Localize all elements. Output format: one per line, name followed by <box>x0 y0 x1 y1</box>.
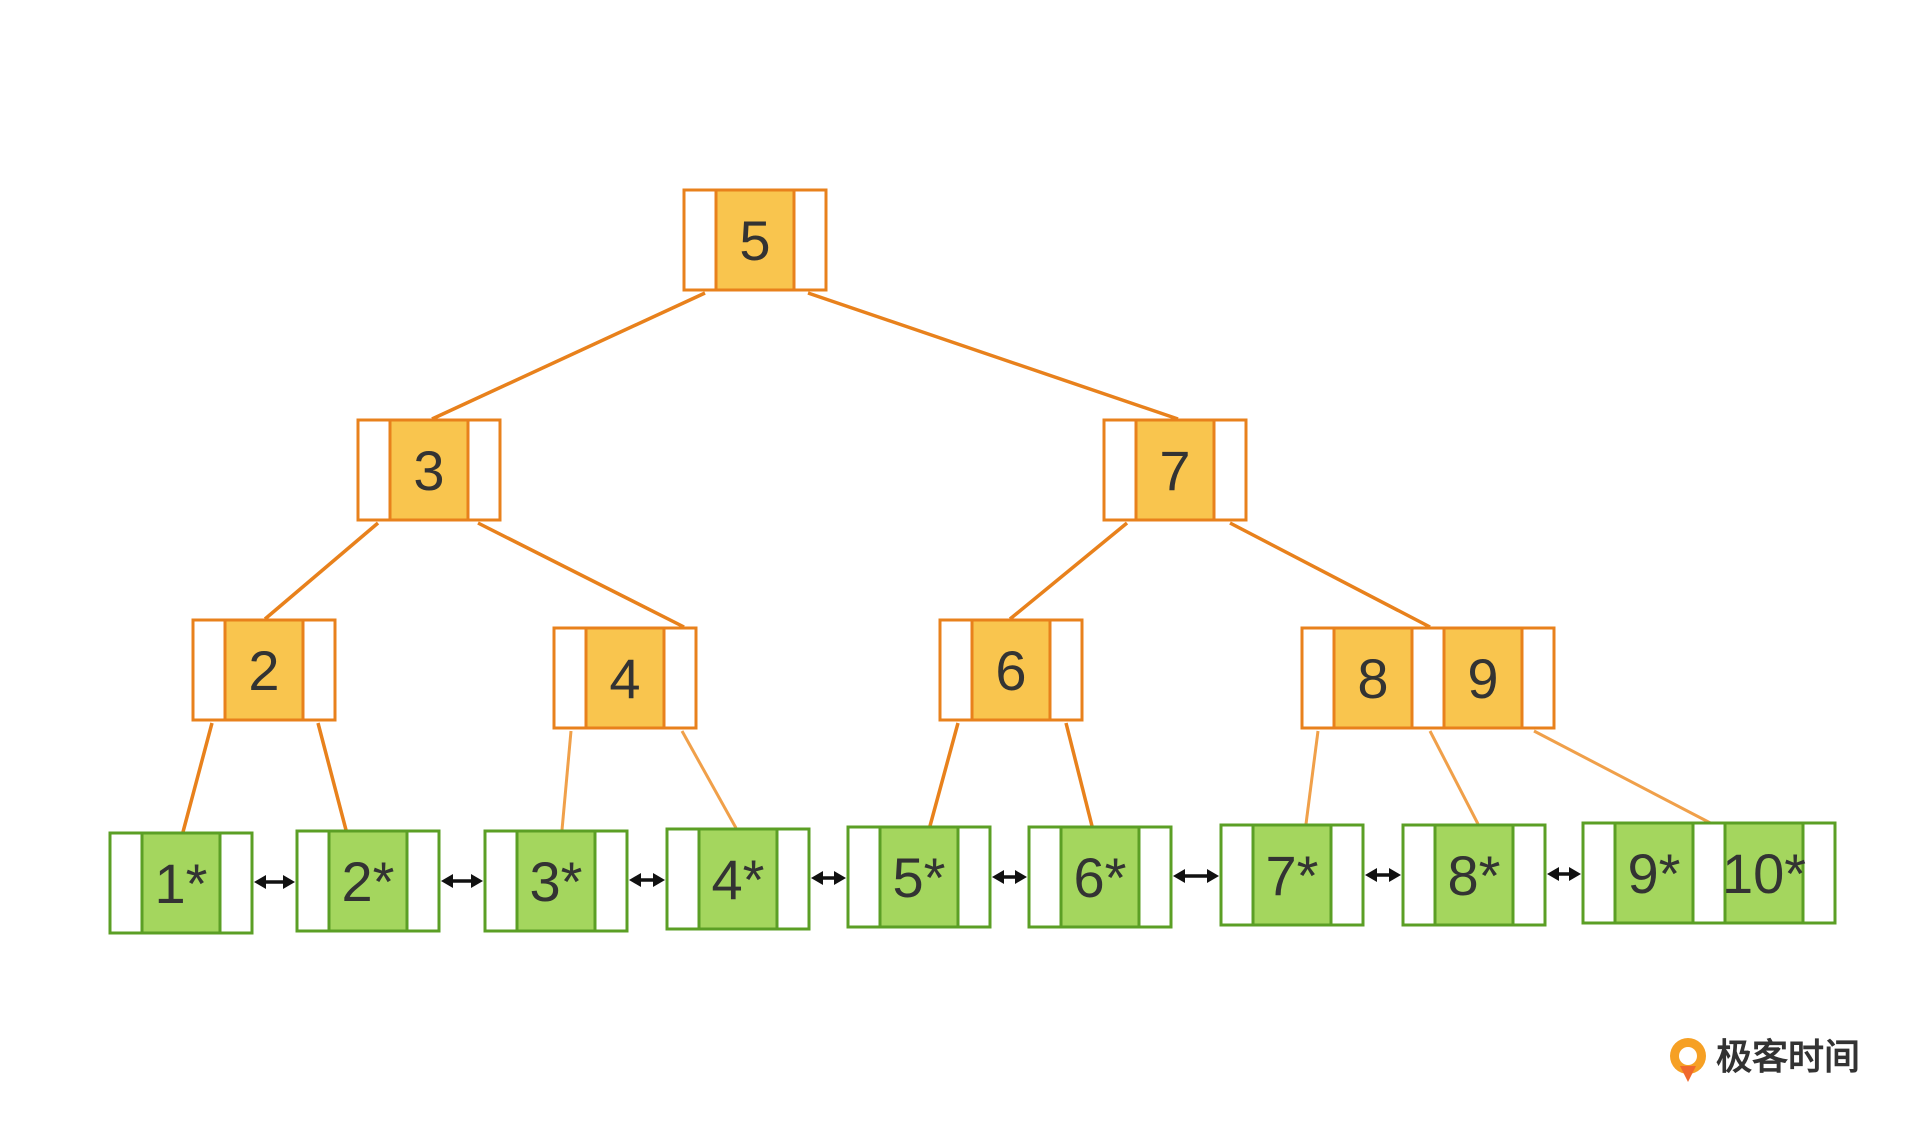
node-level2-2-key-label: 2 <box>248 639 279 702</box>
leaf-link-arrow-5 <box>992 870 1027 884</box>
leaf-8star-key-cell <box>1433 823 1515 927</box>
edge-6-to-6star <box>1064 722 1094 827</box>
edge-4-to-3star <box>560 730 573 831</box>
leaf-9star-10star-key-cell <box>1723 821 1805 925</box>
edge-9-to-9star10star <box>1533 729 1721 830</box>
leaf-2star-key-cell <box>327 829 409 933</box>
node-level2-4-key-label: 4 <box>609 647 640 710</box>
leaf-9star-10star-key-cell <box>1613 821 1695 925</box>
leaf-link-arrow-4 <box>811 871 846 885</box>
leaf-7star: 7* <box>1219 823 1365 927</box>
node-level2-8-9-key-label: 8 <box>1357 647 1388 710</box>
leaf-4star-key-label: 4* <box>712 848 765 911</box>
edge-7-to-6 <box>1008 521 1129 621</box>
edge-3-to-4 <box>477 521 685 629</box>
node-level1-3-key-cell <box>388 418 470 522</box>
leaf-5star-key-cell <box>878 825 960 929</box>
node-level1-7-key-label: 7 <box>1159 439 1190 502</box>
leaf-link-arrow-7 <box>1365 868 1401 882</box>
node-level2-8-9-key-cell <box>1332 626 1414 730</box>
node-level2-2: 2 <box>191 618 337 722</box>
leaf-5star-key-label: 5* <box>893 846 946 909</box>
leaf-7star-key-label: 7* <box>1266 844 1319 907</box>
leaf-8star: 8* <box>1401 823 1547 927</box>
leaf-9star-10star-key-label: 10* <box>1722 842 1806 905</box>
node-root-key-cell <box>714 188 796 292</box>
leaf-6star-key-label: 6* <box>1074 846 1127 909</box>
node-level2-8-9-key-label: 9 <box>1467 647 1498 710</box>
node-level2-2-key-cell <box>223 618 305 722</box>
leaf-4star-key-cell <box>697 827 779 931</box>
leaf-links <box>254 867 1581 889</box>
node-level2-4-key-cell <box>584 626 666 730</box>
leaf-7star-key-cell <box>1251 823 1333 927</box>
leaf-2star: 2* <box>295 829 441 933</box>
edge-6-to-5star <box>928 722 960 827</box>
node-level2-8-9-key-cell <box>1442 626 1524 730</box>
leaf-3star-key-label: 3* <box>530 850 583 913</box>
node-level2-6-key-cell <box>970 618 1052 722</box>
leaf-9star-10star: 9* 10* <box>1581 821 1837 925</box>
leaf-3star: 3* <box>483 829 629 933</box>
brand-name: 极客时间 <box>1716 1037 1860 1078</box>
leaf-link-arrow-8 <box>1547 867 1581 881</box>
leaf-6star: 6* <box>1027 825 1173 929</box>
brand-logo-icon <box>1670 1038 1706 1082</box>
edge-2-to-2star <box>316 722 348 831</box>
edge-2-to-1star <box>181 722 214 833</box>
leaf-link-arrow-2 <box>441 874 483 888</box>
leaf-5star: 5* <box>846 825 992 929</box>
edge-9-to-8star <box>1428 730 1480 825</box>
edge-root-to-7 <box>807 291 1179 421</box>
node-root: 5 <box>682 188 828 292</box>
leaf-link-arrow-6 <box>1173 869 1219 883</box>
leaf-4star: 4* <box>665 827 811 931</box>
tree-edges <box>181 291 1721 833</box>
node-level2-6: 6 <box>938 618 1084 722</box>
edge-8-to-7star <box>1304 730 1320 825</box>
leaf-1star-key-label: 1* <box>155 852 208 915</box>
edge-root-to-3 <box>431 291 706 421</box>
leaf-9star-10star-key-label: 9* <box>1628 842 1681 905</box>
node-root-key-label: 5 <box>739 209 770 272</box>
leaf-1star: 1* <box>108 831 254 935</box>
node-level1-7-key-cell <box>1134 418 1216 522</box>
node-level2-4: 4 <box>552 626 698 730</box>
node-level1-7: 7 <box>1102 418 1248 522</box>
leaf-2star-key-label: 2* <box>342 850 395 913</box>
node-level2-6-key-label: 6 <box>995 639 1026 702</box>
leaf-link-arrow-1 <box>254 875 295 889</box>
edge-7-to-89 <box>1229 521 1431 629</box>
brand-logo: 极客时间 <box>1670 1037 1860 1082</box>
leaf-6star-key-cell <box>1059 825 1141 929</box>
edge-3-to-2 <box>263 521 380 621</box>
edge-4-to-4star <box>680 730 738 829</box>
leaf-1star-key-cell <box>140 831 222 935</box>
node-level1-3: 3 <box>356 418 502 522</box>
node-level1-3-key-label: 3 <box>413 439 444 502</box>
leaf-8star-key-label: 8* <box>1448 844 1501 907</box>
leaf-link-arrow-3 <box>629 873 665 887</box>
leaf-3star-key-cell <box>515 829 597 933</box>
